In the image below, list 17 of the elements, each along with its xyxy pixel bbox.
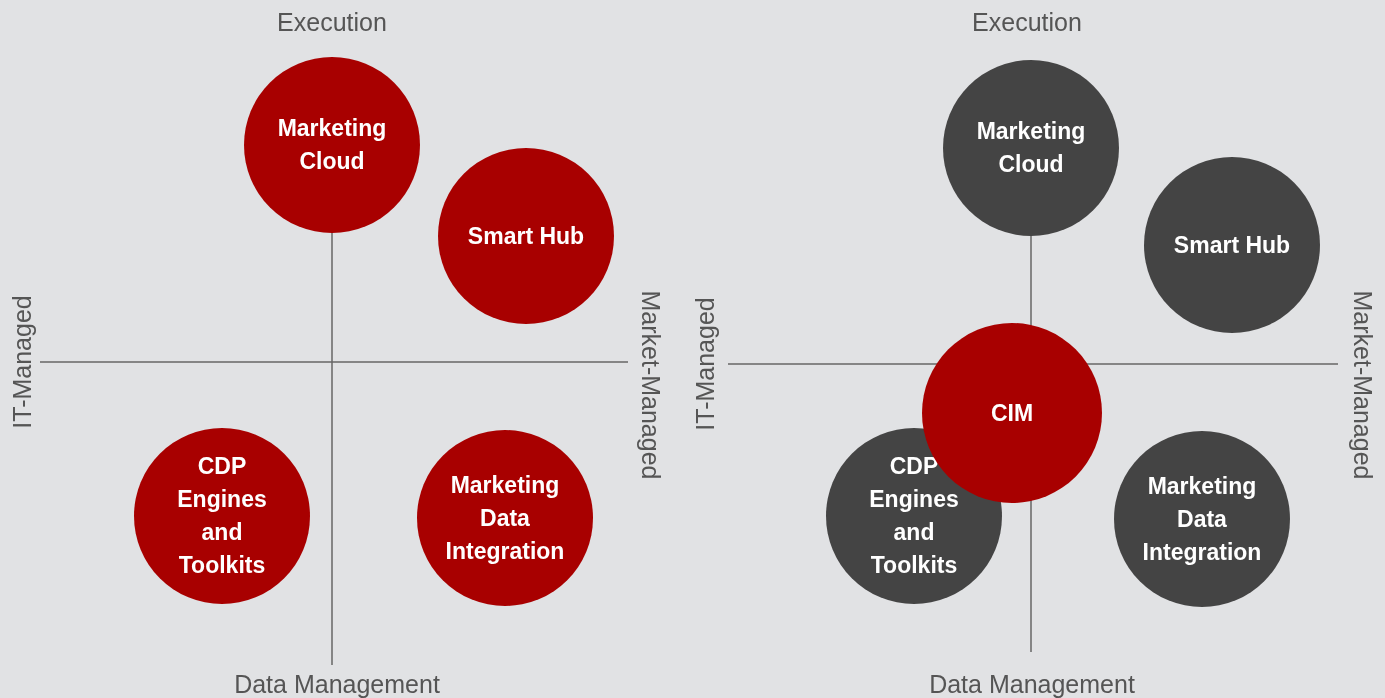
axis-label: Data Management: [234, 669, 440, 698]
axis-label: Execution: [277, 7, 387, 37]
category-label: Smart Hub: [1172, 230, 1292, 260]
axis-label: Market-Managed: [635, 290, 665, 480]
axis-label: Execution: [972, 7, 1082, 37]
category-label: CDP Engines and Toolkits: [176, 452, 268, 580]
category-label: Marketing Cloud: [276, 114, 388, 176]
category-label: Marketing Data Integration: [1141, 471, 1263, 567]
category-label: Marketing Cloud: [975, 117, 1087, 179]
category-label: Marketing Data Integration: [444, 470, 566, 566]
axis-label: IT-Managed: [690, 297, 720, 431]
category-label: CDP Engines and Toolkits: [868, 452, 960, 580]
axis-label: Data Management: [929, 669, 1135, 698]
axis-label: IT-Managed: [7, 295, 37, 429]
category-label: Smart Hub: [466, 221, 586, 251]
axis-label: Market-Managed: [1347, 290, 1377, 480]
category-label: CIM: [989, 398, 1035, 428]
